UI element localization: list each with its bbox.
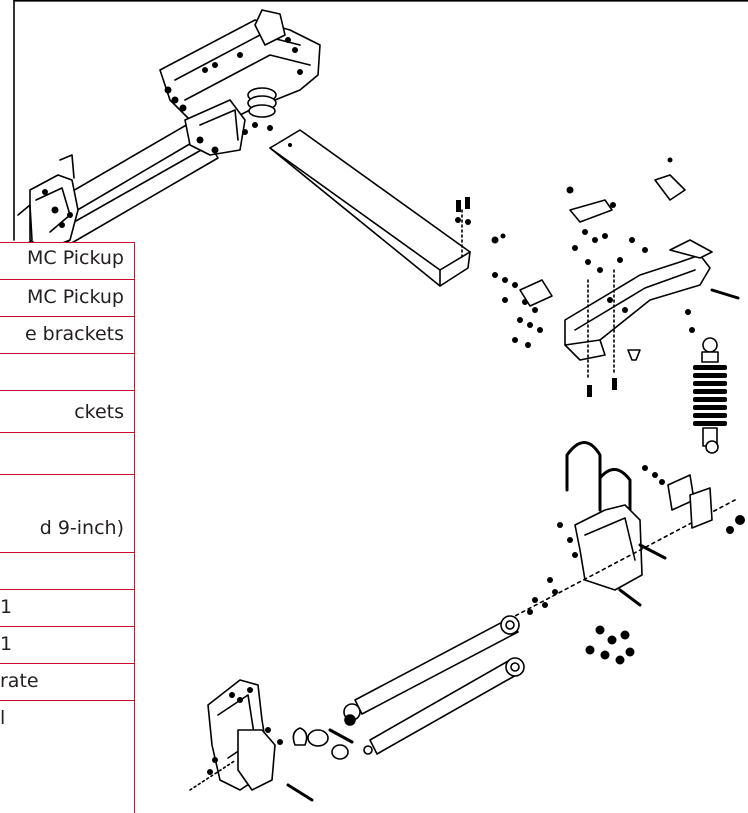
parts-row: MC Pickup (0, 280, 134, 317)
parts-row-text: e brackets (24, 323, 124, 345)
parts-row: l (0, 701, 134, 738)
c-channel-crossmember (269, 129, 471, 287)
parts-row: MC Pickup (0, 243, 134, 280)
parts-row-text: rate (0, 670, 39, 692)
parts-row-text: d 9-inch) (39, 517, 124, 539)
parts-row-text: MC Pickup (27, 247, 124, 269)
front-frame-assembly (17, 9, 321, 251)
parts-row-text: l (0, 707, 6, 729)
parts-row (0, 354, 134, 391)
axle-bracket-assembly (459, 441, 745, 665)
parts-row: 1 (0, 590, 134, 627)
parts-list-table: MC Pickup MC Pickup e brackets ckets d 9… (0, 242, 135, 813)
parts-row-text: 1 (0, 596, 13, 618)
parts-row (0, 553, 134, 590)
parts-row-text: ckets (74, 401, 124, 423)
parts-row-text: 1 (0, 633, 13, 655)
parts-row-text: MC Pickup (27, 286, 124, 308)
coilover-shock (693, 337, 727, 454)
trailing-link-bars (343, 615, 525, 755)
lower-frame-bracket (189, 679, 356, 802)
rear-frame-bracket (564, 157, 740, 397)
parts-row (0, 433, 134, 475)
parts-row: 1 (0, 627, 134, 664)
parts-row: ckets (0, 391, 134, 433)
parts-row: d 9-inch) (0, 475, 134, 553)
parts-row: rate (0, 664, 134, 701)
parts-row: e brackets (0, 317, 134, 354)
hardware-cluster-center (455, 197, 553, 348)
